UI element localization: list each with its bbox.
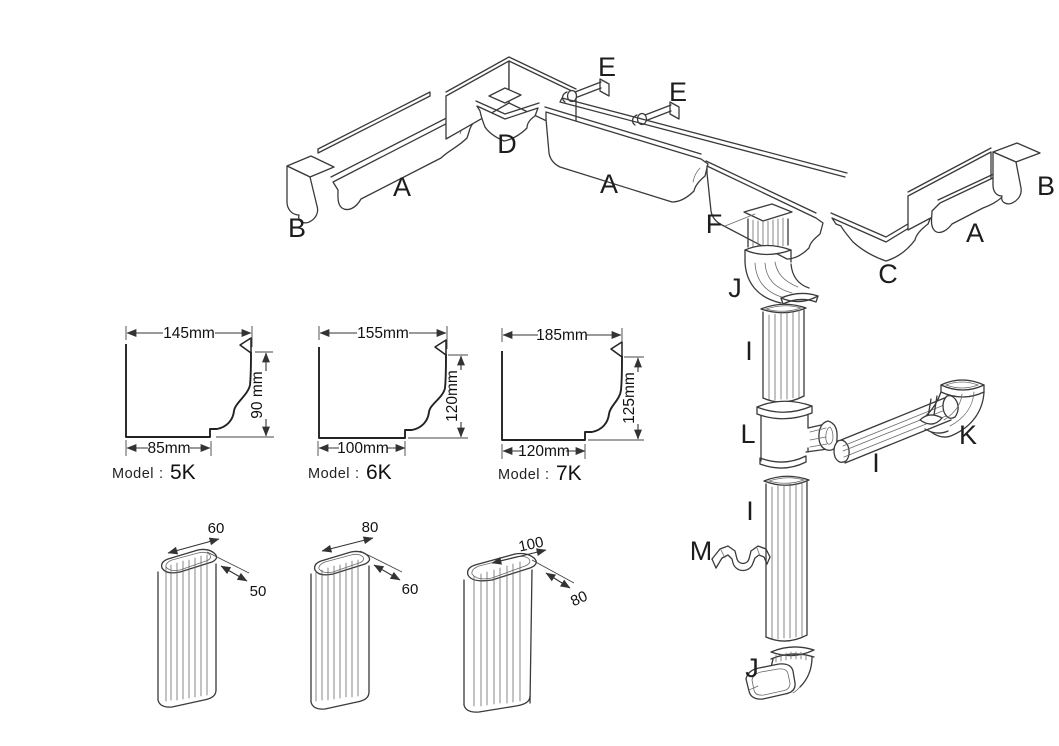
profile-6k-model: 6K [366,461,392,484]
label-tee-l: L [740,419,755,449]
label-end-cap-b-right: B [1037,171,1055,201]
downspout-1-width: 60 [208,520,225,537]
part-end-cap-b-left [286,155,335,224]
label-pipe-clip-m: M [690,536,713,566]
label-drop-outlet-f: F [706,209,723,239]
label-hanger-e-2: E [669,77,687,107]
downspout-2-depth: 60 [402,581,419,598]
gutter-assembly: A B D E E A F C A B J I L I K I M J [286,52,1055,700]
profile-5k-colon: : [159,466,164,482]
profile-5k-bottom-width: 85mm [147,440,190,457]
fascia-rail-left [317,91,431,154]
part-hanger-e-1 [561,78,610,103]
part-outlet-j-bottom [745,646,815,700]
label-inside-corner-d: D [497,129,517,159]
downspout-3-depth: 80 [568,588,590,610]
part-gutter-a-mid [544,106,709,203]
downspout-3-width: 100 [517,534,545,556]
profile-7k-colon: : [545,467,550,483]
profile-6k: 155mm 100mm 120mm Model : 6K [308,325,468,484]
downspout-80x60: 80 60 [310,519,419,710]
label-gutter-a-right: A [966,218,984,248]
label-gutter-a-left: A [393,172,411,202]
profile-5k: 145mm 85mm 90 mm Model : 5K [112,325,274,484]
part-drop-outlet-stub [743,203,793,249]
part-elbow-k [919,379,985,438]
label-outlet-j-bottom: J [745,653,759,683]
profile-7k-bottom-width: 120mm [518,443,570,460]
label-hanger-e-1: E [598,52,616,82]
downspout-1-depth: 50 [250,583,267,600]
label-end-cap-b-left: B [288,213,306,243]
label-elbow-j-top: J [728,273,742,303]
profile-5k-top-width: 145mm [163,325,215,342]
downspout-100x80: 100 80 [463,534,590,713]
label-elbow-k: K [959,420,977,450]
profile-6k-top-width: 155mm [357,325,409,342]
part-tee-l [756,400,838,469]
leader-line-f [724,213,756,227]
part-downspout-i-side [833,394,959,464]
label-downspout-i-bottom: I [746,496,754,526]
label-gutter-a-mid: A [600,169,618,199]
profile-5k-height: 90 mm [249,371,266,418]
downspout-60x50: 60 50 [157,520,267,708]
profile-7k: 185mm 120mm 125mm Model : 7K [498,327,644,485]
fascia-rail-mid [559,97,848,178]
profile-7k-height: 125mm [621,372,638,424]
part-downspout-i-top [760,303,807,403]
profile-6k-height: 120mm [444,370,461,422]
profile-6k-bottom-width: 100mm [337,440,389,457]
label-downspout-i-top: I [745,336,753,366]
part-elbow-j-top [744,244,819,305]
part-hanger-e-2 [631,101,680,126]
label-outside-corner-c: C [878,259,898,289]
part-end-cap-b-right [992,142,1041,205]
profile-6k-model-label: Model [308,466,350,482]
part-downspout-i-bottom [763,475,810,642]
profile-5k-model: 5K [170,461,196,484]
profile-6k-colon: : [355,466,360,482]
profile-7k-model: 7K [556,462,582,485]
profile-7k-top-width: 185mm [536,327,588,344]
profile-7k-model-label: Model [498,467,540,483]
label-downspout-i-side: I [872,448,880,478]
part-pipe-clip-m [711,545,771,572]
profile-5k-model-label: Model [112,466,154,482]
downspout-2-width: 80 [362,519,379,536]
